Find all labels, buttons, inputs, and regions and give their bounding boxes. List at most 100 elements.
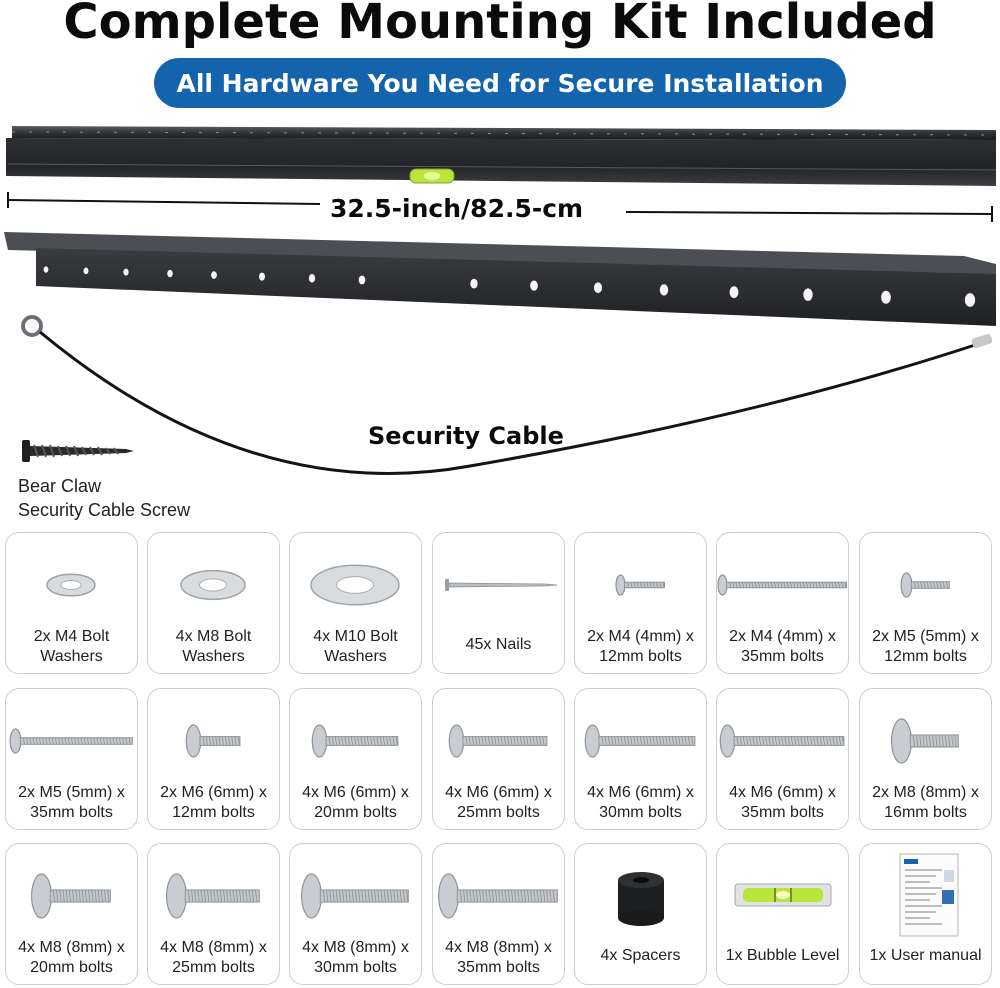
part-label-line1: 4x M6 (6mm) x [729,784,836,801]
tv-bracket-rail-icon [4,232,996,326]
rail-length-label: 32.5-inch/82.5-cm [330,194,584,223]
part-label-line1: 45x Nails [465,636,532,653]
part-label-line1: 2x M4 (4mm) x [729,628,836,645]
mounting-hole [470,278,478,289]
part-label-line2: 35mm bolts [741,804,824,821]
part-label-line1: 2x M4 Bolt [33,628,110,645]
part-label-line2: 30mm bolts [599,804,682,821]
part-label: 4x Spacers [575,946,706,966]
part-label-line2: 25mm bolts [457,804,540,821]
part-label-line2: 35mm bolts [741,648,824,665]
part-card: 1x Bubble Level [716,843,849,985]
mounting-hole [530,280,538,291]
part-card: 4x M6 (6mm) x 30mm bolts [574,688,707,830]
part-label-line1: 4x M8 Bolt [175,628,252,645]
part-label: 2x M5 (5mm) x 12mm bolts [860,627,991,667]
part-label-line1: 2x M6 (6mm) x [160,784,267,801]
part-card: 4x M8 (8mm) x 35mm bolts [432,843,565,985]
part-label-line1: 2x M8 (8mm) x [872,784,979,801]
mounting-hole [729,286,739,299]
part-label-line1: 4x M6 (6mm) x [587,784,694,801]
mounting-hole [803,288,813,301]
bolt-icon [301,873,409,919]
mounting-hole [43,266,49,273]
bear-claw-screw-label: Bear Claw Security Cable Screw [18,474,190,522]
page-title: Complete Mounting Kit Included [63,0,937,50]
part-label-line1: 4x M8 (8mm) x [18,939,125,956]
bolt-icon [615,574,665,596]
part-label: 2x M4 (4mm) x 35mm bolts [717,627,848,667]
part-label-line2: 12mm bolts [172,804,255,821]
part-label-line1: 4x Spacers [600,947,681,964]
mounting-hole [881,290,891,304]
part-label-line1: 1x Bubble Level [725,947,840,964]
bolt-icon [166,873,260,919]
mounting-hole [211,271,217,279]
part-label-line2: 20mm bolts [30,959,113,976]
part-label: 1x User manual [860,946,991,966]
bolt-icon [900,572,950,598]
part-card: 4x M6 (6mm) x 35mm bolts [716,688,849,830]
subtitle-banner: All Hardware You Need for Secure Install… [154,58,846,108]
part-label-line2: 35mm bolts [457,959,540,976]
part-card: 1x User manual [859,843,992,985]
mounting-hole [167,269,173,278]
length-dimension-line [7,192,993,222]
part-card: 2x M6 (6mm) x 12mm bolts [147,688,280,830]
bolt-icon [584,724,696,758]
mounting-hole [258,272,266,281]
part-card: 2x M4 (4mm) x 35mm bolts [716,532,849,674]
part-label-line1: 4x M6 (6mm) x [302,784,409,801]
bear-claw-screw-icon [22,440,134,462]
part-label: 4x M6 (6mm) x 25mm bolts [433,783,564,823]
bolt-icon [717,574,847,596]
part-label-line1: 4x M6 (6mm) x [445,784,552,801]
part-label-line2: 12mm bolts [599,648,682,665]
part-card: 2x M5 (5mm) x 12mm bolts [859,532,992,674]
bolt-icon [31,873,111,919]
bolt-icon [891,718,959,764]
part-label-line2: 12mm bolts [884,648,967,665]
mounting-hole [123,268,129,276]
part-label-line2: 16mm bolts [884,804,967,821]
mounting-hole [358,275,366,285]
part-label: 4x M6 (6mm) x 35mm bolts [717,783,848,823]
part-label-line1: 1x User manual [869,947,982,964]
bolt-icon [719,724,845,758]
part-label: 4x M8 (8mm) x 35mm bolts [433,938,564,978]
part-label-line1: 4x M8 (8mm) x [302,939,409,956]
part-card: 2x M8 (8mm) x 16mm bolts [859,688,992,830]
nail-icon [445,579,558,591]
bubble-level-icon [734,883,832,907]
part-label-line1: 4x M8 (8mm) x [445,939,552,956]
bear-claw-label-line2: Security Cable Screw [18,500,191,520]
part-label-line2: 35mm bolts [30,804,113,821]
part-label: 4x M8 (8mm) x 20mm bolts [6,938,137,978]
part-card: 4x M8 (8mm) x 20mm bolts [5,843,138,985]
part-label-line2: Washers [324,648,387,665]
part-label-line1: 2x M5 (5mm) x [872,628,979,645]
part-label-line2: 25mm bolts [172,959,255,976]
part-label: 4x M6 (6mm) x 30mm bolts [575,783,706,823]
part-label: 1x Bubble Level [717,946,848,966]
bear-claw-label-line1: Bear Claw [18,476,102,496]
manual-icon [899,853,959,937]
part-label-line1: 4x M10 Bolt [313,628,398,645]
security-cable-icon [21,315,993,475]
bolt-icon [438,873,558,919]
washer-icon [46,573,96,597]
spacer-icon [618,872,664,926]
bolt-icon [185,724,241,758]
part-card: 45x Nails [432,532,565,674]
